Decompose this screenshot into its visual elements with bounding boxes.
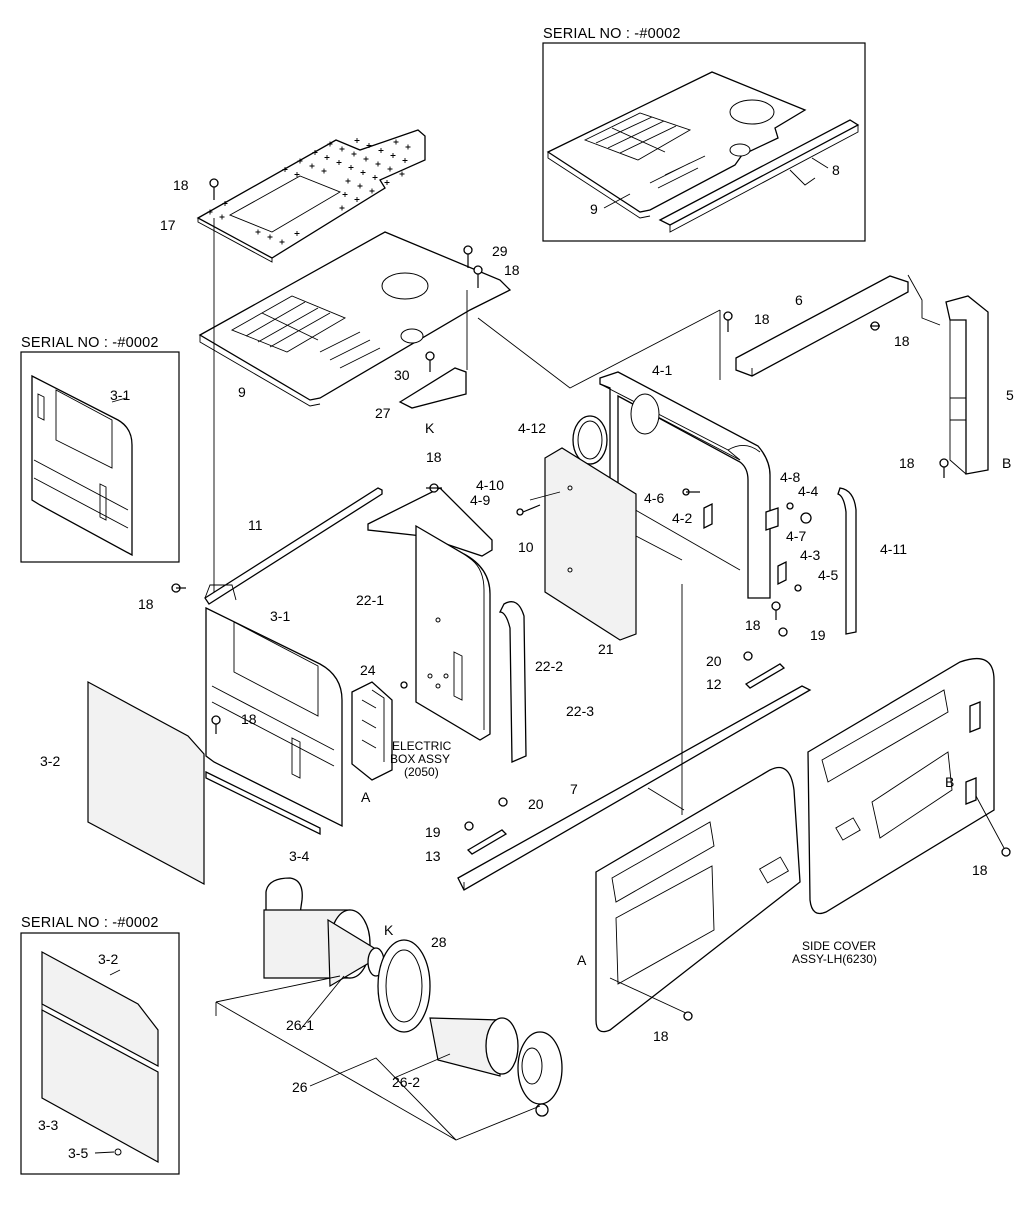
label-B-2: B <box>945 774 954 790</box>
label-4-3: 4-3 <box>800 547 820 563</box>
side-cover-line-1: SIDE COVER <box>802 939 876 953</box>
label-18-f: 18 <box>426 449 442 465</box>
label-26-1: 26-1 <box>286 1017 314 1033</box>
label-18-j: 18 <box>972 862 988 878</box>
label-26: 26 <box>292 1079 308 1095</box>
label-18-a: 18 <box>173 177 189 193</box>
label-B: B <box>1002 455 1011 471</box>
label-7: 7 <box>570 781 578 797</box>
inset-bottom-label-3-5: 3-5 <box>68 1145 88 1161</box>
label-12: 12 <box>706 676 722 692</box>
inset-left-label-3-1: 3-1 <box>110 387 130 403</box>
main-drawing <box>87 129 1011 1141</box>
label-18-e: 18 <box>899 455 915 471</box>
label-26-2: 26-2 <box>392 1074 420 1090</box>
inset-top-label-9: 9 <box>590 201 598 217</box>
electric-box-line-2: BOX ASSY <box>390 752 450 766</box>
label-4-6: 4-6 <box>644 490 664 506</box>
inset-top-title: SERIAL NO : -#0002 <box>543 26 681 42</box>
label-22-2: 22-2 <box>535 658 563 674</box>
label-11: 11 <box>248 517 263 533</box>
electric-box-caption: ELECTRIC BOX ASSY (2050) <box>390 739 452 779</box>
side-cover-line-2: ASSY-LH(6230) <box>792 952 877 966</box>
label-19-b: 19 <box>425 824 441 840</box>
label-A: A <box>361 789 371 805</box>
label-18-h: 18 <box>745 617 761 633</box>
label-18-d: 18 <box>894 333 910 349</box>
label-4-5: 4-5 <box>818 567 838 583</box>
bolt-18-top <box>209 178 219 200</box>
label-4-11: 4-11 <box>880 541 907 557</box>
labels: 18 17 29 18 9 30 27 K 6 18 18 5 18 B 4-1… <box>40 177 1014 1095</box>
label-4-1: 4-1 <box>652 362 672 378</box>
label-4-9: 4-9 <box>470 492 490 508</box>
label-28: 28 <box>431 934 447 950</box>
label-4-7: 4-7 <box>786 528 806 544</box>
label-18-g: 18 <box>138 596 154 612</box>
label-19-a: 19 <box>810 627 826 643</box>
label-5: 5 <box>1006 387 1014 403</box>
label-18-k: 18 <box>653 1028 669 1044</box>
label-3-4: 3-4 <box>289 848 309 864</box>
label-4-12: 4-12 <box>518 420 546 436</box>
label-4-4: 4-4 <box>798 483 818 499</box>
label-K: K <box>425 420 435 436</box>
inset-bottom-label-3-2: 3-2 <box>98 951 118 967</box>
inset-bottom: SERIAL NO : -#0002 <box>20 915 180 1175</box>
label-29: 29 <box>492 243 508 259</box>
label-27: 27 <box>375 405 391 421</box>
label-10: 10 <box>518 539 534 555</box>
inset-top-label-8: 8 <box>832 162 840 178</box>
label-17: 17 <box>160 217 176 233</box>
label-4-10: 4-10 <box>476 477 504 493</box>
inset-top: SERIAL NO : -#0002 <box>542 26 866 242</box>
label-A-2: A <box>577 952 587 968</box>
side-cover-caption: SIDE COVER ASSY-LH(6230) <box>792 939 877 966</box>
inset-bottom-label-3-3: 3-3 <box>38 1117 58 1133</box>
label-13: 13 <box>425 848 441 864</box>
label-3-1: 3-1 <box>270 608 290 624</box>
label-20-b: 20 <box>528 796 544 812</box>
label-21: 21 <box>598 641 614 657</box>
inset-bottom-title: SERIAL NO : -#0002 <box>21 915 159 931</box>
label-22-3: 22-3 <box>566 703 594 719</box>
label-4-2: 4-2 <box>672 510 692 526</box>
label-18-i: 18 <box>241 711 257 727</box>
label-18-b: 18 <box>504 262 520 278</box>
label-24: 24 <box>360 662 376 678</box>
label-22-1: 22-1 <box>356 592 384 608</box>
label-K-2: K <box>384 922 394 938</box>
electric-box-line-1: ELECTRIC <box>392 739 452 753</box>
label-6: 6 <box>795 292 803 308</box>
label-20-a: 20 <box>706 653 722 669</box>
electric-box-line-3: (2050) <box>404 765 439 779</box>
inset-left-title: SERIAL NO : -#0002 <box>21 335 159 351</box>
inset-left: SERIAL NO : -#0002 <box>20 335 180 563</box>
label-9: 9 <box>238 384 246 400</box>
label-4-8: 4-8 <box>780 469 800 485</box>
label-18-c: 18 <box>754 311 770 327</box>
label-30: 30 <box>394 367 410 383</box>
label-3-2: 3-2 <box>40 753 60 769</box>
